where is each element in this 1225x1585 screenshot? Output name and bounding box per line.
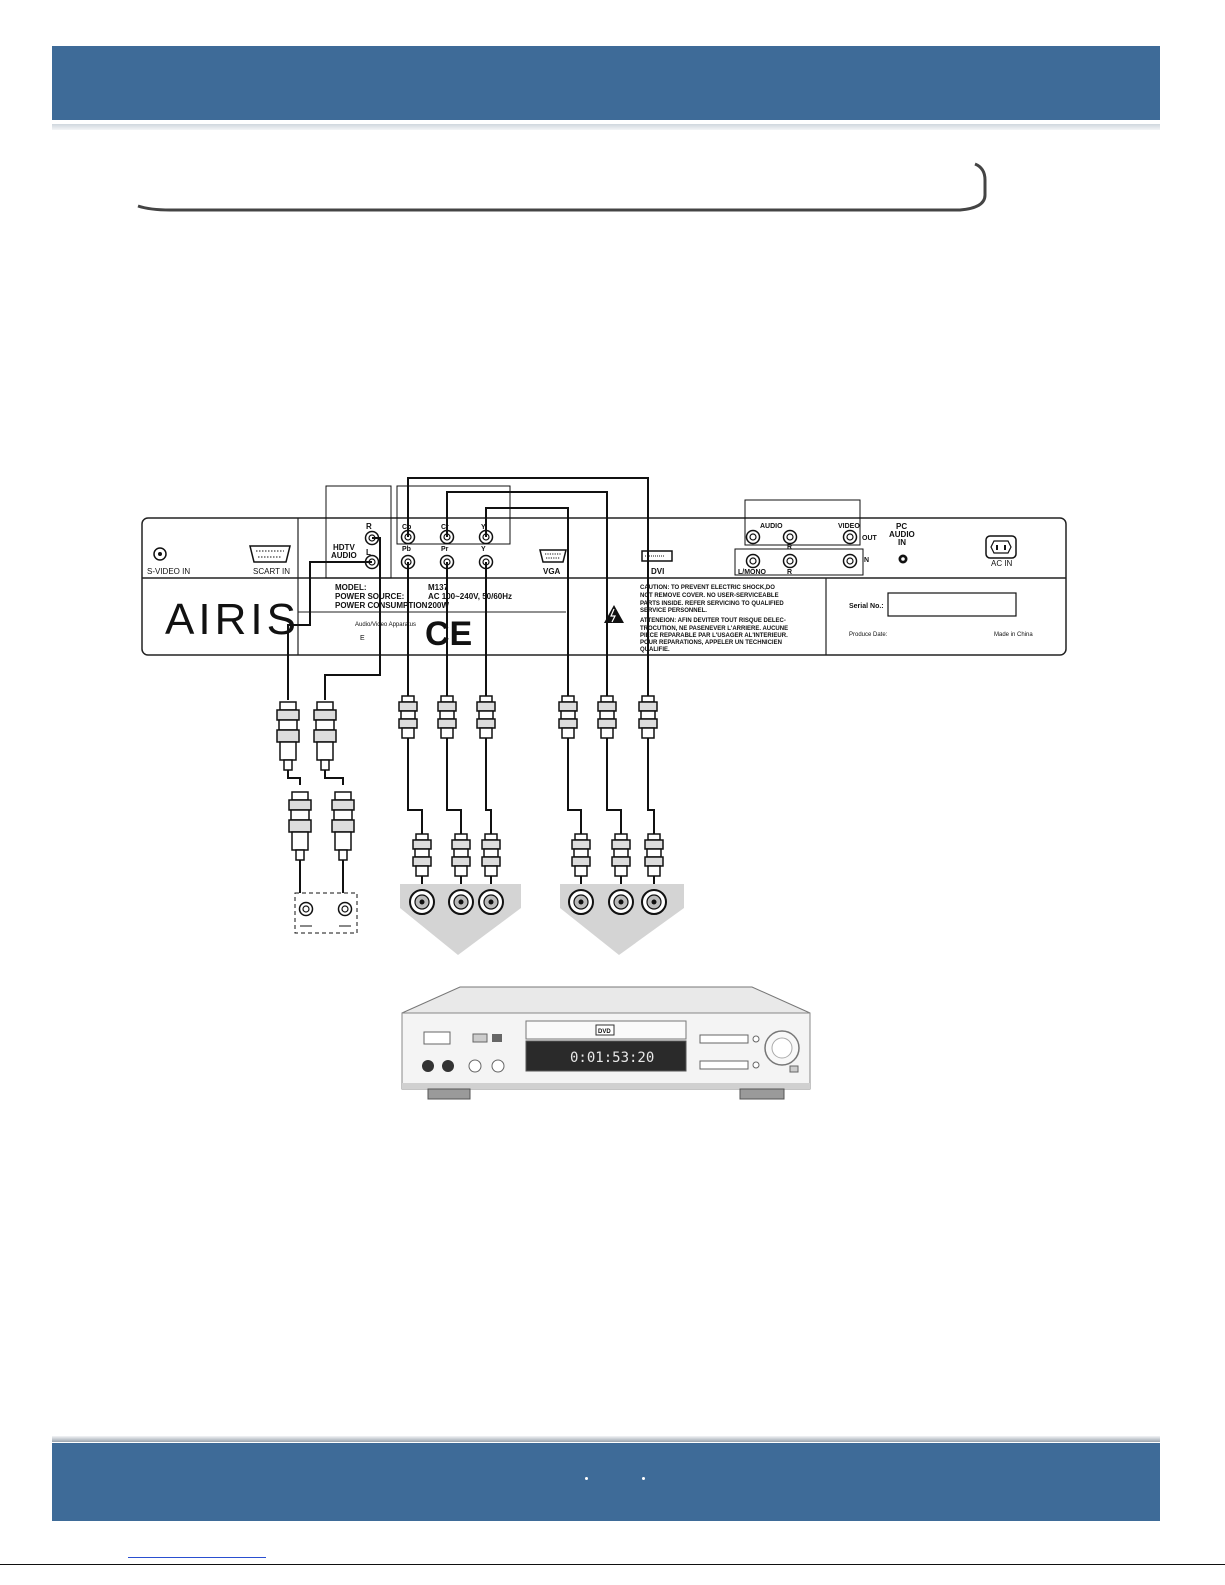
audio-r-out-jack — [782, 529, 798, 545]
model-value: M137 — [428, 583, 449, 592]
scart-in-port — [249, 545, 291, 563]
dvi-port — [641, 550, 673, 562]
attention-line-1: ATTENEION: AFIN DEVITER TOUT RISQUE DELE… — [640, 618, 786, 624]
bottom-link-underline[interactable] — [128, 1557, 266, 1558]
hdtv-audio-label-1: HDTV — [333, 543, 355, 552]
attention-line-4: POUR REPARATIONS, APPELER UN TECHNICIEN — [640, 640, 782, 646]
display-time: 0:01:53:20 — [570, 1050, 654, 1066]
caution-line-1: CAUTION: TO PREVENT ELECTRIC SHOCK,DO — [640, 585, 775, 591]
svideo-in-port — [153, 547, 167, 561]
video-out-jack — [842, 529, 858, 545]
audio-r-in-jack — [782, 553, 798, 569]
power-source-value: AC 100~240V, 50/60Hz — [428, 592, 512, 601]
y-bottom-label: Y — [481, 546, 486, 553]
player-av-out-callout — [560, 884, 684, 955]
video-in-jack — [842, 553, 858, 569]
attention-line-3: PIECE REPARABLE PAR L'USAGER AL'INTERIEU… — [640, 633, 788, 639]
brand-logo: AIRIS — [165, 595, 300, 644]
warning-icon — [604, 605, 624, 623]
audio-out-label: AUDIO — [760, 523, 783, 530]
av-code-label: E — [360, 635, 365, 642]
power-consumption-value: 200W — [428, 601, 449, 610]
attention-line-5: QUALIFIE. — [640, 647, 670, 653]
header-bar — [52, 46, 1160, 120]
out-label: OUT — [862, 535, 878, 542]
footer-dot — [642, 1477, 645, 1480]
pc-audio-in-label-3: IN — [898, 538, 906, 547]
made-in-label: Made in China — [994, 632, 1033, 638]
r-in-label: R — [787, 569, 792, 576]
video-out-label: VIDEO — [838, 523, 860, 530]
model-key: MODEL: — [335, 583, 367, 592]
power-source-key: POWER SOURCE: — [335, 592, 404, 601]
footer-bar — [52, 1443, 1160, 1521]
ac-in-label: AC IN — [991, 559, 1013, 568]
pc-audio-in-label-1: PC — [896, 522, 907, 531]
svideo-in-label: S-VIDEO IN — [147, 567, 190, 576]
dvi-label: DVI — [651, 567, 664, 576]
scart-in-label: SCART IN — [253, 567, 290, 576]
player-component-out-callout — [400, 884, 521, 955]
vga-port — [539, 549, 567, 563]
pc-audio-in-label-2: AUDIO — [889, 530, 915, 539]
caution-line-4: SERVICE PERSONNEL. — [640, 608, 707, 614]
pr-label: Pr — [441, 546, 449, 553]
dvd-player: DVD 0:01:53:20 — [401, 986, 811, 1100]
cr-label: Cr — [441, 524, 449, 531]
hdtv-audio-l-label: L — [366, 548, 371, 557]
attention-line-2: TROCUTION, NE PASENEVER L'ARRIERE. AUCUN… — [640, 626, 788, 632]
rca-plugs — [276, 695, 664, 877]
footer-dot — [585, 1477, 588, 1480]
vga-label: VGA — [543, 567, 561, 576]
r-out-label: R — [787, 544, 792, 551]
hdtv-audio-r-label: R — [366, 522, 372, 531]
produce-date-label: Produce Date: — [849, 632, 888, 638]
rear-panel: S-VIDEO IN SCART IN HDTV AUDIO R L Cb Cr… — [141, 485, 1067, 656]
caution-line-2: NOT REMOVE COVER. NO USER-SERVICEABLE — [640, 593, 779, 599]
serial-no-box — [887, 592, 1017, 617]
player-audio-out-ports — [294, 892, 358, 934]
header-divider — [52, 124, 1160, 130]
pb-label: Pb — [402, 546, 411, 553]
ac-in-socket — [985, 535, 1017, 559]
pc-audio-in-jack — [898, 554, 908, 564]
section-title-bar — [137, 162, 987, 212]
audio-l-in-jack — [745, 553, 761, 569]
footer-divider — [52, 1436, 1160, 1442]
cb-label: Cb — [402, 524, 411, 531]
dvd-logo: DVD — [598, 1029, 611, 1035]
ce-mark: CE — [425, 615, 472, 653]
in-label: IN — [862, 557, 869, 564]
serial-no-label: Serial No.: — [849, 603, 884, 610]
caution-line-3: PARTS INSIDE. REFER SERVICING TO QUALIFI… — [640, 601, 784, 607]
y-top-label: Y — [481, 524, 486, 531]
bottom-rule — [0, 1564, 1225, 1565]
power-consumption-key: POWER CONSUMPTION: — [335, 601, 430, 610]
l-mono-label: L/MONO — [738, 569, 767, 576]
audio-l-out-jack — [745, 529, 761, 545]
av-apparatus-label: Audio/Video Apparatus — [355, 622, 416, 628]
hdtv-audio-label-2: AUDIO — [331, 551, 357, 560]
